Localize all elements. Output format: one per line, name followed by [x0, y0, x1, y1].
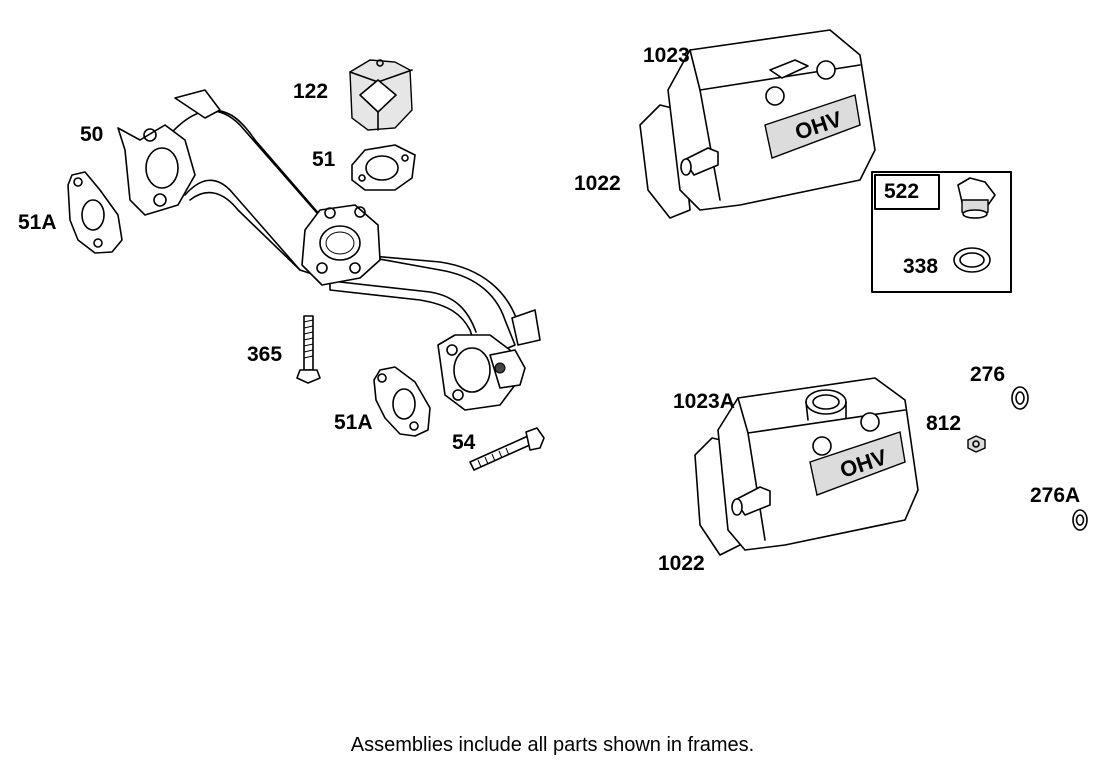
- label-338: 338: [903, 255, 939, 278]
- manifold-tube-part-50: [117, 89, 541, 411]
- label-812: 812: [926, 412, 962, 435]
- label-51A-lower: 51A: [334, 411, 373, 434]
- washer-part-276A: [1072, 509, 1088, 531]
- label-1022-bottom: 1022: [658, 552, 705, 575]
- label-122: 122: [293, 80, 329, 103]
- screw-part-365: [296, 315, 321, 384]
- label-522: 522: [884, 180, 920, 203]
- label-50: 50: [80, 123, 104, 146]
- label-51A-left: 51A: [18, 211, 57, 234]
- gasket-part-51: [351, 144, 416, 191]
- gasket-part-51A-left: [67, 171, 123, 254]
- plug-part-812: [967, 435, 986, 453]
- label-54: 54: [452, 431, 476, 454]
- label-276A: 276A: [1030, 484, 1081, 507]
- label-1023A: 1023A: [673, 390, 735, 413]
- label-1022-top: 1022: [574, 172, 621, 195]
- spacer-part-122: [349, 59, 413, 131]
- assembly-frame-522: [871, 171, 1012, 293]
- label-276: 276: [970, 363, 1006, 386]
- valve-cover-assembly-part-1023: OHV: [639, 29, 876, 219]
- label-1023: 1023: [643, 44, 690, 67]
- gasket-part-51A-lower: [373, 366, 431, 437]
- label-365: 365: [247, 343, 283, 366]
- washer-part-276: [1011, 386, 1029, 410]
- label-51: 51: [312, 148, 336, 171]
- bolt-part-54: [469, 427, 545, 471]
- valve-cover-assembly-part-1023A: OHV: [694, 377, 919, 556]
- assemblies-footnote: Assemblies include all parts shown in fr…: [350, 734, 755, 756]
